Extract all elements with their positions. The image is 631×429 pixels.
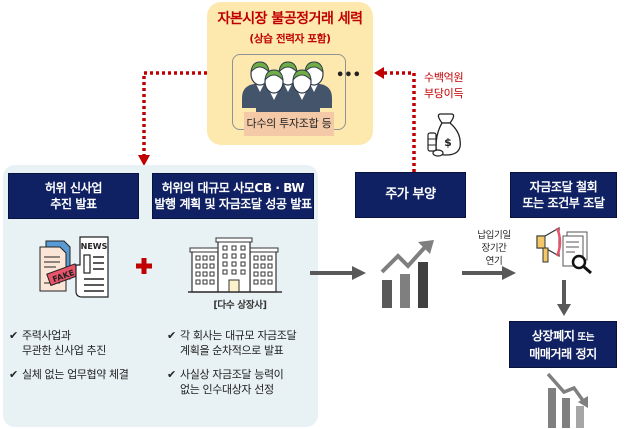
cb-bw-line2: 발행 계획 및 자금조달 성공 발표 [154,197,312,211]
office-building-icon [188,237,282,293]
payment-delay-note: 납입기일 장기간 연기 [472,229,516,268]
group-subtitle: (상습 전력자 포함) [249,33,331,45]
delay-note-line: 연기 [485,256,503,267]
group-title: 자본시장 불공정거래 세력 [217,11,363,27]
check-icon: ✔ [9,368,18,381]
check-icon: ✔ [167,329,176,342]
delisting-or-label: 또는 [574,331,595,343]
cb-bw-issuance-announcement-box: 허위의 대규모 사모CB · BW 발행 계획 및 자금조달 성공 발표 [152,173,314,219]
bullet-text: 무관한 신사업 추진 [22,344,106,357]
more-members-indicator: ••• [336,68,361,83]
delay-note-line: 장기간 [481,243,507,254]
person-front-row [256,69,320,116]
bullet-text: 없는 인수대상자 선정 [180,383,274,396]
fake-business-line2: 추진 발표 [50,197,97,211]
people-group-icon [242,61,332,116]
delisting-line1: 상장폐지 [531,328,575,343]
stock-boost-label: 주가 부양 [385,187,436,202]
check-icon: ✔ [9,329,18,342]
arrow-right-to-withdrawal [462,266,516,280]
arrow-down-to-delisting [557,280,571,316]
arrow-right-to-stock-boost [310,266,366,280]
svg-text:NEWS: NEWS [81,242,108,251]
bullet-text: 실체 없는 업무협약 체결 [22,368,129,381]
plus-icon [136,258,152,274]
fake-business-line1: 허위 신사업 [45,181,102,195]
withdrawal-line1: 자금조달 철회 [529,180,598,194]
illicit-profit-line1: 수백억원 [424,71,464,84]
illicit-profit-label: 수백억원 부당이득 [424,70,464,102]
investment-unions-label: 다수의 투자조합 등 [244,112,334,136]
bullet-item: ✔ 실체 없는 업무협약 체결 [9,367,149,382]
delisting-or-suspension-box: 상장폐지 또는 매매거래 정지 [509,321,617,368]
rising-chart-icon [380,240,434,308]
bullet-text: 사실상 자금조달 능력이 [180,368,284,381]
fake-business-announcement-box: 허위 신사업 추진 발표 [8,173,139,219]
bullet-text: 주력사업과 [22,329,71,342]
check-icon: ✔ [167,368,176,381]
svg-text:$: $ [444,136,452,149]
funding-withdrawal-box: 자금조달 철회 또는 조건부 조달 [510,172,617,218]
money-bag-icon: $ [427,113,461,157]
falling-chart-icon [546,372,588,428]
withdrawal-line2: 또는 조건부 조달 [522,196,605,210]
illicit-profit-line2: 부당이득 [424,87,464,100]
listed-companies-label: [다수 상장사] [213,300,267,311]
bullet-text: 각 회사는 대규모 자금조달 [180,329,297,342]
cb-bw-line1: 허위의 대규모 사모CB · BW [161,181,305,195]
bullet-text: 계획을 순차적으로 발표 [180,344,284,357]
fake-news-icon: FAKE NEWS [39,236,109,298]
delisting-line2: 매매거래 정지 [529,346,597,361]
delay-note-line: 납입기일 [477,230,511,241]
megaphone-document-icon [536,226,592,275]
stock-price-boost-box: 주가 부양 [355,172,466,218]
